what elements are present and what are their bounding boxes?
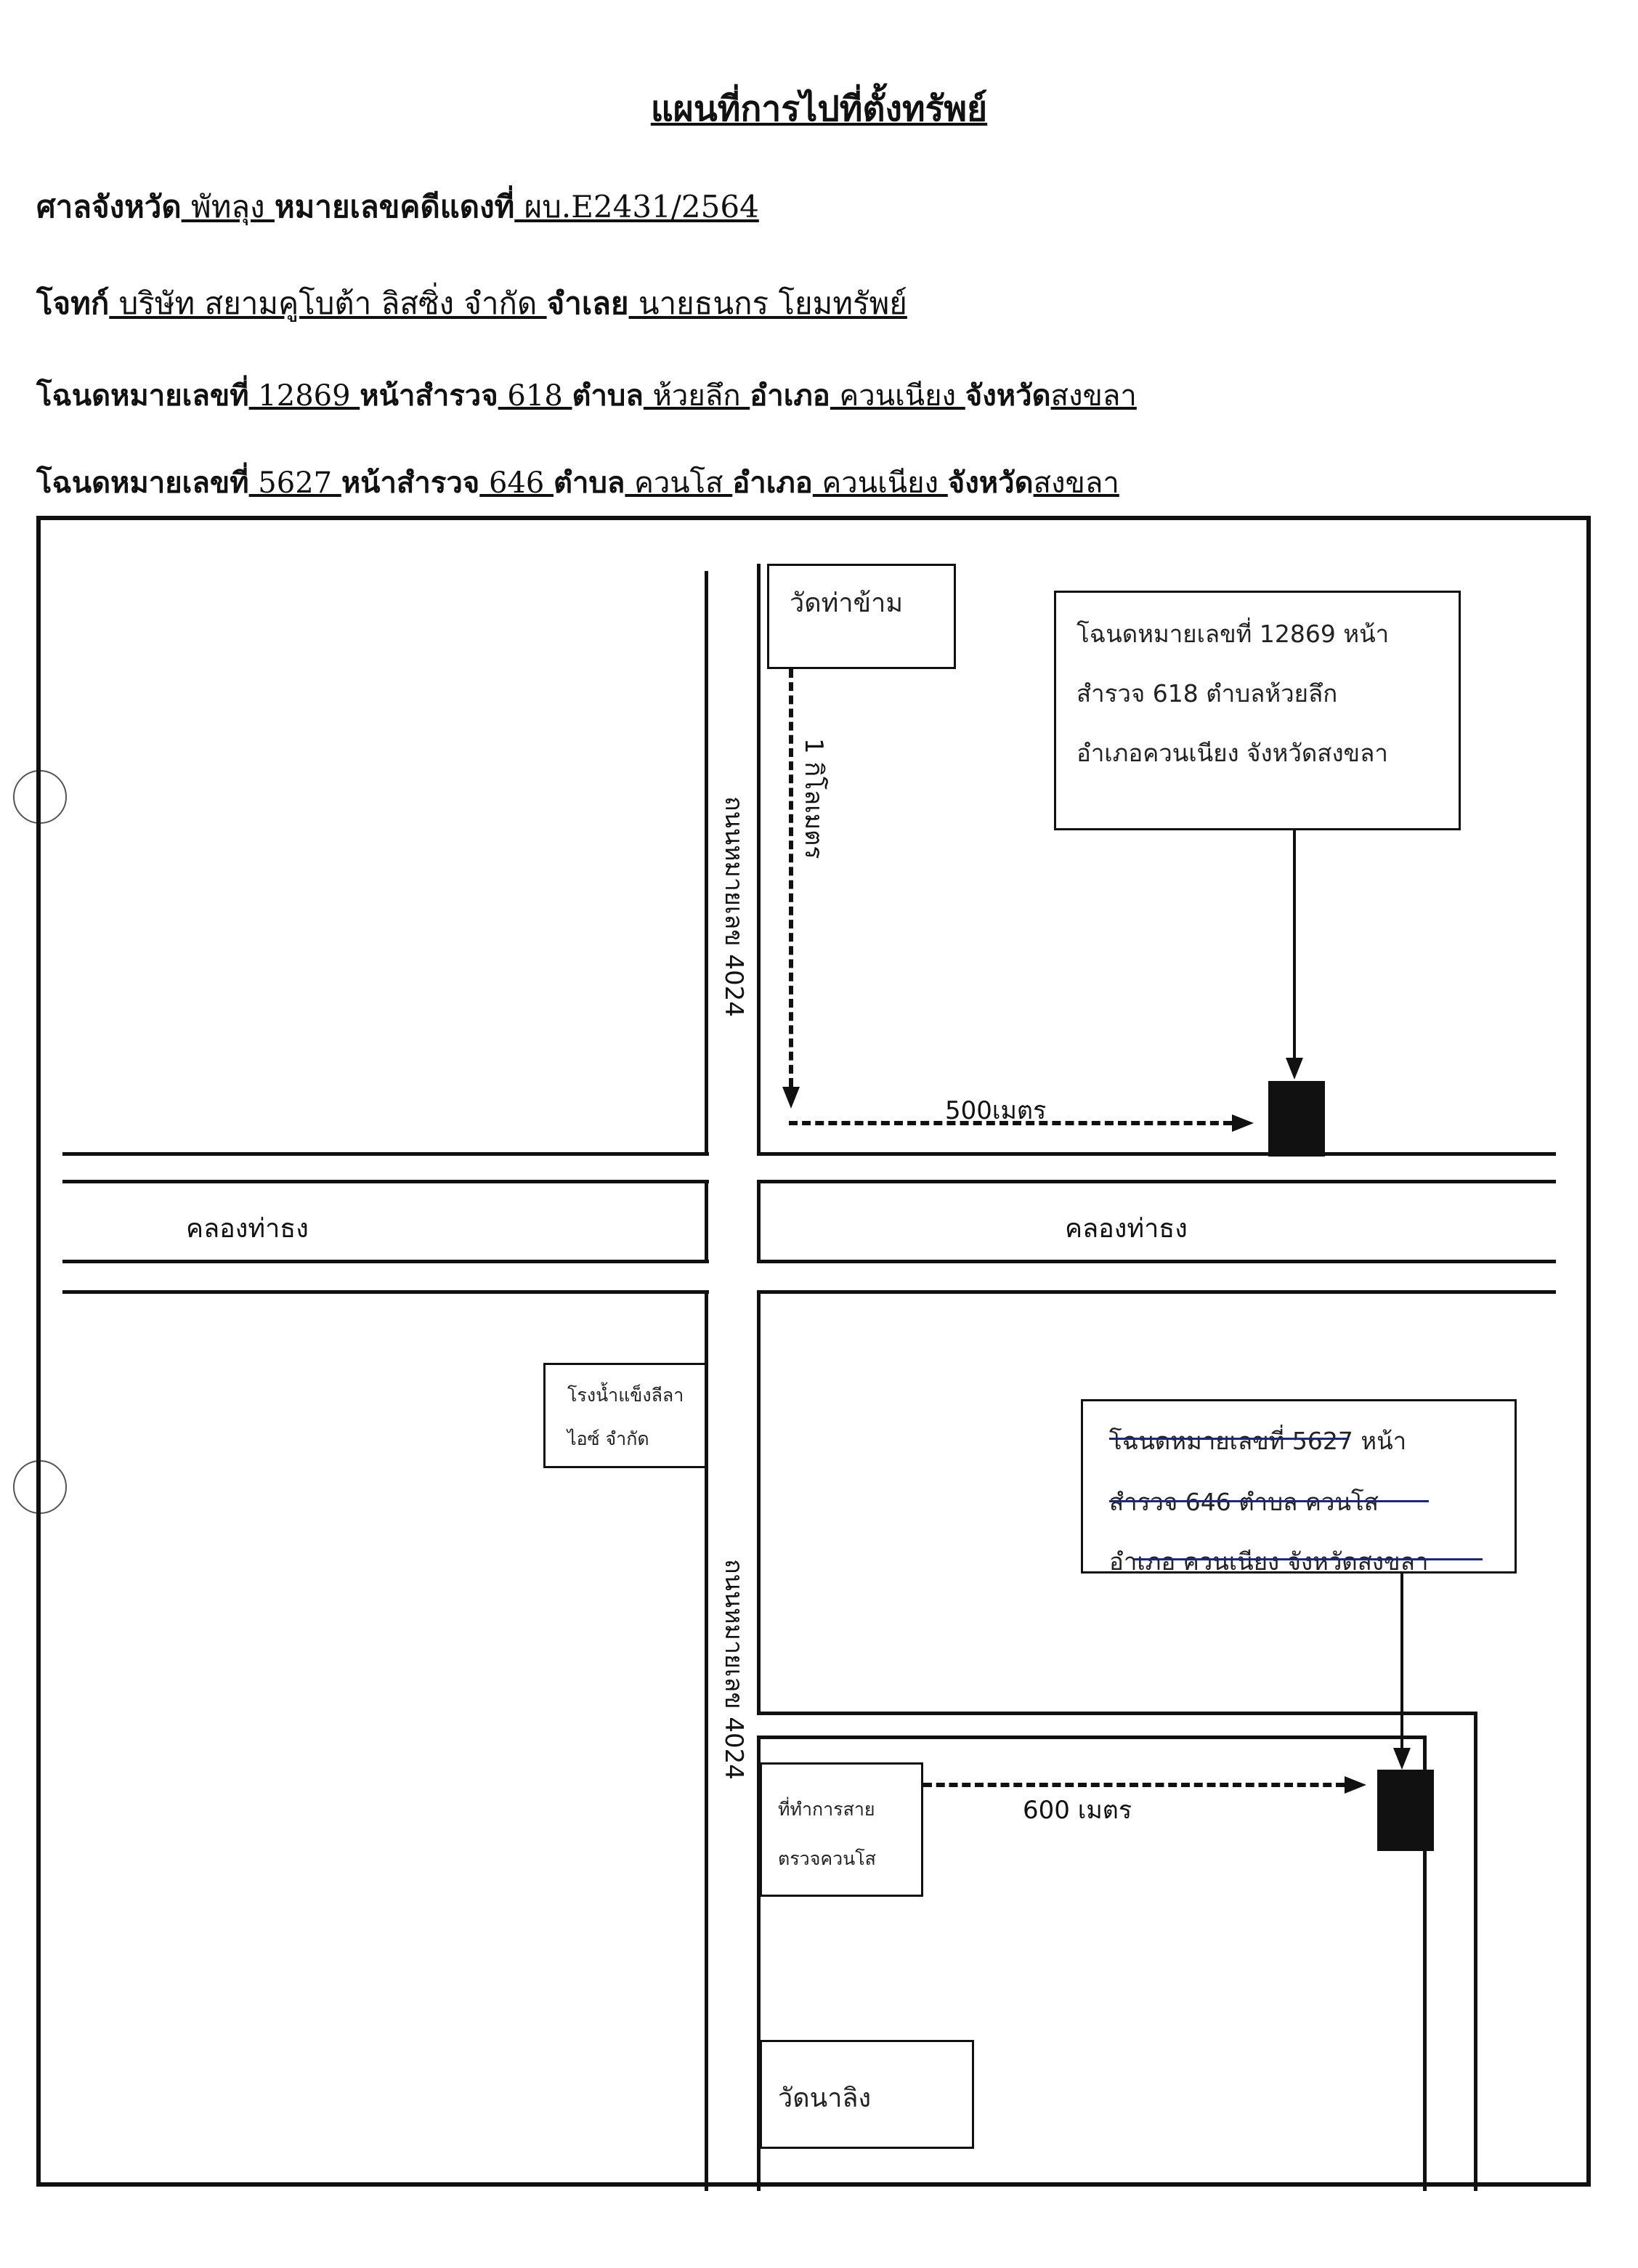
side-road-bottom-edge — [757, 1736, 1425, 1739]
distance-1km-label: 1 กิโลเมตร — [799, 738, 828, 859]
temple-na-ling-box: วัดนาลิง — [760, 2040, 974, 2149]
canal-bottom-edge-right — [757, 1290, 1556, 1294]
route-600m-dashed — [923, 1783, 1345, 1787]
deed1-amphoe: ควนเนียง — [830, 379, 965, 413]
plaintiff-value: บริษัท สยามคูโบต้า ลิสซิ่ง จำกัด — [109, 285, 547, 321]
distance-600m-label: 600 เมตร — [1023, 1796, 1132, 1825]
ice-factory-box: โรงน้ำแข็งลีลา ไอซ์ จำกัด — [543, 1363, 707, 1468]
route-1km-dashed — [789, 669, 793, 1087]
property-5627-marker — [1377, 1770, 1434, 1851]
canal-label-left: คลองท่าธง — [186, 1214, 309, 1244]
post-office-line1: ที่ทำการสาย — [778, 1799, 875, 1820]
deed-12869-line3: อำเภอควนเนียง จังหวัดสงขลา — [1077, 739, 1388, 767]
case-value: ผบ.E2431/2564 — [514, 189, 759, 224]
canal-inner-top-left — [62, 1180, 709, 1183]
deed1-page-label: หน้าสำรวจ — [360, 378, 498, 413]
canal-top-edge-right — [757, 1152, 1556, 1156]
road-4024-right-edge-bottom-b — [757, 1736, 761, 2191]
deed1-tambon: ห้วยลึก — [643, 379, 750, 413]
deed-5627-info-box: โฉนดหมายเลขที่ 5627 หน้า สำรวจ 646 ตำบล … — [1081, 1399, 1517, 1576]
road-4024-right-edge-top — [757, 564, 761, 1152]
court-line: ศาลจังหวัด พัทลุง หมายเลขคดีแดงที่ ผบ.E2… — [36, 183, 759, 231]
route-500m-arrowhead — [1232, 1114, 1254, 1132]
deed-12869-info-box: โฉนดหมายเลขที่ 12869 หน้า สำรวจ 618 ตำบล… — [1054, 591, 1461, 830]
canal-top-edge-left — [62, 1152, 709, 1156]
deed1-tambon-label: ตำบล — [572, 378, 644, 413]
deed2-province: สงขลา — [1033, 466, 1119, 500]
deed2-amphoe-label: อำเภอ — [732, 466, 813, 500]
deed1-province-label: จังหวัด — [965, 378, 1051, 413]
side-road-outer-edge — [1474, 1712, 1477, 2191]
deed1-line: โฉนดหมายเลขที่ 12869 หน้าสำรวจ 618 ตำบล … — [36, 372, 1137, 418]
deed-5627-line3: อำเภอ ควนเนียง จังหวัดสงขลา — [1109, 1547, 1429, 1576]
deed-12869-pointer-line — [1293, 830, 1296, 1063]
deed2-number: 5627 — [248, 466, 341, 500]
temple-tha-kham-label: วัดท่าข้าม — [790, 588, 904, 618]
deed1-province: สงขลา — [1050, 379, 1137, 413]
deed-5627-pointer-line — [1400, 1574, 1403, 1748]
temple-tha-kham-box: วัดท่าข้าม — [767, 564, 956, 669]
deed1-page: 618 — [498, 379, 572, 413]
deed-12869-pointer-arrowhead — [1286, 1058, 1303, 1080]
road-4024-left-edge-bottom — [705, 1290, 708, 2191]
deed2-line: โฉนดหมายเลขที่ 5627 หน้าสำรวจ 646 ตำบล ค… — [36, 459, 1119, 506]
ice-factory-line2: ไอซ์ จำกัด — [567, 1428, 649, 1449]
canal-inner-bottom-left — [62, 1260, 709, 1263]
parties-line: โจทก์ บริษัท สยามคูโบต้า ลิสซิ่ง จำกัด จ… — [36, 280, 907, 328]
distance-500m-label: 500เมตร — [945, 1096, 1047, 1125]
ice-factory-line1: โรงน้ำแข็งลีลา — [567, 1385, 684, 1406]
court-value: พัทลุง — [181, 189, 275, 224]
deed2-page: 646 — [479, 466, 554, 500]
strike-mark-2 — [1109, 1500, 1429, 1502]
side-road-inner-edge — [1423, 1736, 1427, 2191]
post-office-box: ที่ทำการสาย ตรวจควนโส — [760, 1762, 923, 1897]
canal-inner-bottom-right — [757, 1260, 1556, 1263]
canal-bottom-edge-left — [62, 1290, 709, 1294]
canal-label-right: คลองท่าธง — [1065, 1214, 1188, 1244]
deed1-amphoe-label: อำเภอ — [750, 378, 830, 413]
deed2-tambon-label: ตำบล — [554, 466, 625, 500]
defendant-label: จำเลย — [546, 285, 629, 321]
side-road-top-edge — [757, 1712, 1476, 1715]
property-12869-marker — [1268, 1081, 1325, 1157]
deed2-tambon: ควนโส — [625, 466, 733, 500]
map-frame: คลองท่าธง คลองท่าธง ถนนหมายเลข 4024 ถนนห… — [36, 516, 1591, 2191]
deed2-page-label: หน้าสำรวจ — [341, 466, 480, 500]
deed1-label: โฉนดหมายเลขที่ — [36, 378, 249, 413]
canal-right-end — [757, 1180, 761, 1263]
post-office-line2: ตรวจควนโส — [778, 1848, 876, 1869]
route-500m-dashed — [789, 1121, 1232, 1125]
temple-na-ling-label: วัดนาลิง — [778, 2083, 872, 2113]
strike-mark-3 — [1134, 1558, 1483, 1560]
deed-12869-line2: สำรวจ 618 ตำบลห้วยลึก — [1077, 679, 1338, 708]
deed1-number: 12869 — [248, 379, 360, 413]
deed-5627-line1: โฉนดหมายเลขที่ 5627 หน้า — [1109, 1427, 1407, 1455]
page-title: แผนที่การไปที่ตั้งทรัพย์ — [650, 89, 988, 129]
road-4024-label-top: ถนนหมายเลข 4024 — [719, 796, 748, 1017]
road-4024-left-edge-top — [705, 571, 708, 1152]
deed2-province-label: จังหวัด — [947, 466, 1034, 500]
route-1km-arrowhead — [782, 1087, 800, 1109]
canal-inner-top-right — [757, 1180, 1556, 1183]
defendant-value: นายธนกร โยมทรัพย์ — [628, 285, 907, 321]
deed-5627-pointer-arrowhead — [1393, 1748, 1411, 1770]
route-600m-arrowhead — [1345, 1776, 1366, 1794]
court-label: ศาลจังหวัด — [36, 189, 182, 224]
deed2-amphoe: ควนเนียง — [812, 466, 948, 500]
canal-left-end — [705, 1180, 708, 1263]
plaintiff-label: โจทก์ — [36, 285, 110, 321]
deed2-label: โฉนดหมายเลขที่ — [36, 466, 249, 500]
deed-12869-line1: โฉนดหมายเลขที่ 12869 หน้า — [1077, 620, 1390, 648]
strike-mark-1 — [1109, 1438, 1349, 1440]
case-label: หมายเลขคดีแดงที่ — [274, 189, 515, 224]
road-4024-right-edge-bottom-a — [757, 1290, 761, 1712]
road-4024-label-bottom: ถนนหมายเลข 4024 — [719, 1559, 748, 1780]
